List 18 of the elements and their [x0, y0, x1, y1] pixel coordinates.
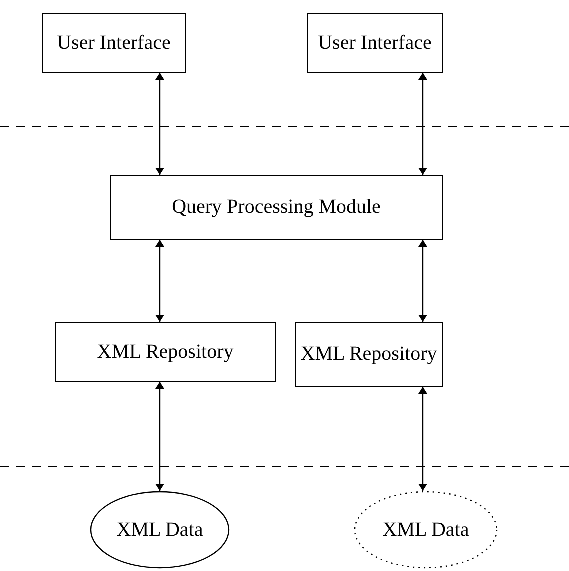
- module-box: [55, 322, 276, 382]
- module-box: [307, 13, 443, 73]
- double-arrow: [420, 240, 426, 322]
- module-box: [110, 175, 443, 240]
- node-label: XML Data: [116, 518, 204, 542]
- module-box: [42, 13, 186, 73]
- double-arrow: [156, 73, 164, 175]
- node-label: XML Repository: [300, 343, 438, 366]
- node-label: XML Repository: [97, 340, 234, 364]
- double-arrow: [156, 240, 164, 322]
- node-label: User Interface: [318, 32, 432, 54]
- node-label: User Interface: [57, 32, 171, 54]
- double-arrow: [420, 387, 426, 491]
- node-label: XML Data: [382, 518, 470, 542]
- double-arrow: [156, 382, 164, 491]
- node-label: Query Processing Module: [172, 196, 381, 219]
- double-arrow: [420, 73, 426, 175]
- module-box: [295, 322, 443, 387]
